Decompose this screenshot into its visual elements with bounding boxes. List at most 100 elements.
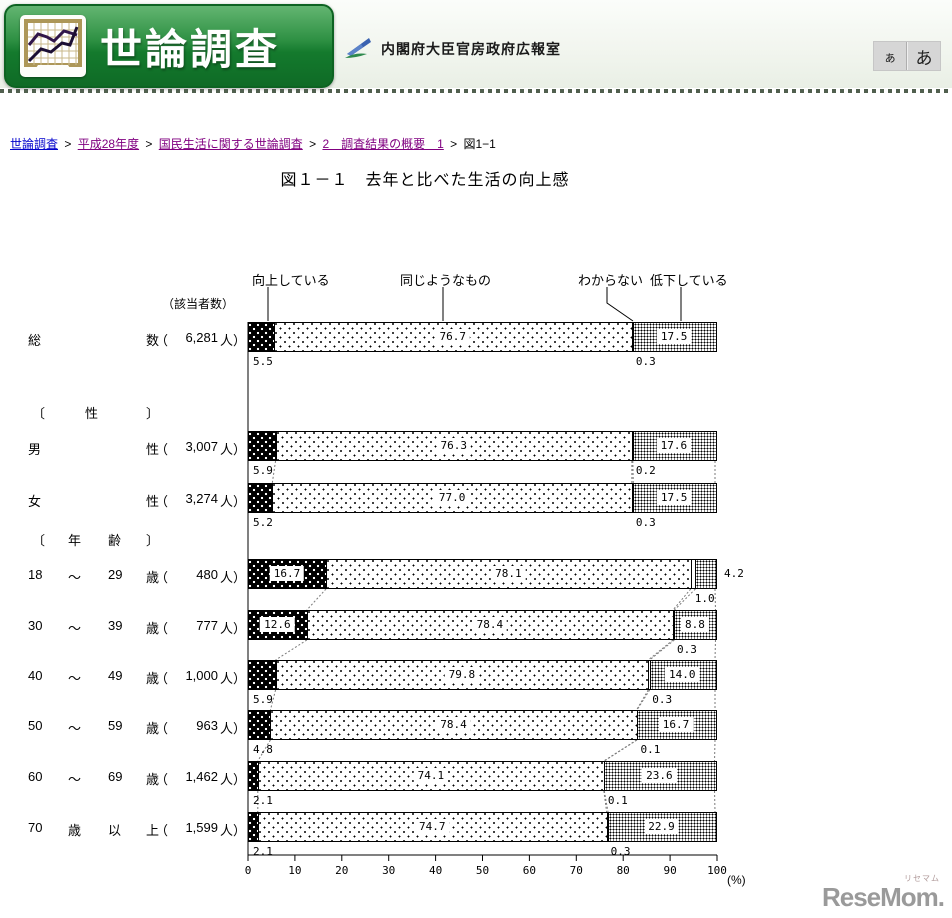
segment-value-label: 78.4 (472, 617, 508, 632)
legend-label: 向上している (252, 273, 330, 288)
row-count-paren: （ (155, 333, 169, 348)
breadcrumb-item[interactable]: 2 調査結果の概要 1 (322, 137, 444, 151)
segment-value-label: 5.9 (253, 464, 273, 477)
x-axis-tick-label: 90 (663, 864, 677, 877)
breadcrumb-item[interactable]: 世論調査 (10, 137, 59, 151)
row-count-paren: （ (155, 494, 169, 509)
row-label-char: 29 (108, 567, 123, 582)
bar-segment-dontknow (632, 323, 635, 351)
row-label-char: 39 (108, 618, 123, 633)
row-count-paren: （ (155, 442, 169, 457)
row-label-char: ～ (68, 671, 82, 686)
font-size-switch: ぁ あ (873, 41, 941, 71)
gov-office-logo: 内閣府大臣官房政府広報室 (343, 36, 561, 62)
page-title: 図１－１ 去年と比べた生活の向上感 (280, 172, 570, 189)
row-count-unit: 人） (220, 333, 247, 348)
section-header-char: 性 (85, 406, 99, 421)
segment-value-label: 0.3 (676, 643, 697, 656)
row-count: 3,274 (185, 491, 218, 506)
line-chart-icon (20, 15, 86, 77)
respondents-note: （該当者数） (162, 297, 235, 311)
row-count: 3,007 (185, 439, 218, 454)
row-count-unit: 人） (220, 570, 247, 585)
row-label-char: 男 (28, 442, 42, 457)
row-label-char: 歳 (146, 721, 160, 736)
x-axis-tick-label: 0 (244, 864, 252, 877)
segment-value-label: 16.7 (269, 566, 305, 581)
segment-value-label: 16.7 (658, 717, 694, 732)
x-axis-tick-label: 60 (522, 864, 537, 877)
font-size-large-button[interactable]: あ (907, 42, 940, 70)
row-label-char: 40 (28, 668, 43, 683)
bar-row (248, 660, 717, 690)
row-label-char: 以 (108, 823, 122, 838)
row-label-char: 歳 (146, 621, 160, 636)
row-count: 1,000 (185, 668, 218, 683)
legend-label: わからない (578, 273, 644, 288)
breadcrumb-separator: > (61, 137, 75, 151)
bar-segment-improved (249, 661, 277, 689)
segment-value-label: 17.5 (656, 329, 692, 344)
segment-value-label: 79.8 (444, 667, 480, 682)
segment-value-label: 78.4 (436, 717, 471, 732)
x-axis-tick-label: 10 (288, 864, 302, 877)
bar-segment-dontknow (691, 560, 697, 588)
bar-row (248, 431, 717, 461)
bar-row (248, 322, 717, 352)
x-axis-tick-label: 20 (335, 864, 349, 877)
row-count-unit: 人） (220, 494, 247, 509)
bar-segment-same (276, 432, 633, 460)
section-header-char: 〔 (32, 406, 46, 421)
row-label-char: ～ (68, 621, 82, 636)
row-count-unit: 人） (220, 671, 247, 686)
row-count: 1,462 (185, 769, 218, 784)
segment-value-label: 22.9 (644, 819, 679, 834)
segment-value-label: 5.2 (253, 516, 273, 529)
bar-segment-improved (249, 560, 327, 588)
row-count-unit: 人） (220, 621, 247, 636)
segment-value-label: 4.2 (724, 567, 744, 580)
breadcrumb-item: 図1−1 (463, 137, 496, 151)
row-label-char: 69 (108, 769, 123, 784)
segment-value-label: 0.3 (635, 516, 656, 529)
row-label-char: 数 (146, 333, 160, 348)
row-label-char: 性 (146, 442, 160, 457)
dotted-divider (0, 89, 952, 93)
row-count-paren: （ (155, 772, 169, 787)
segment-value-label: 8.8 (680, 617, 709, 632)
breadcrumb-item[interactable]: 平成28年度 (77, 137, 140, 151)
breadcrumb-separator: > (446, 137, 461, 151)
segment-value-label: 74.1 (413, 768, 449, 783)
bar-segment-declined (634, 323, 716, 351)
section-header-char: 年 (68, 533, 82, 548)
segment-value-label: 17.6 (656, 438, 692, 453)
row-count-unit: 人） (220, 442, 247, 457)
site-banner[interactable]: 世論調査 (4, 4, 334, 88)
breadcrumb-item[interactable]: 国民生活に関する世論調査 (158, 137, 303, 151)
bar-segment-dontknow (632, 432, 634, 460)
org-name: 内閣府大臣官房政府広報室 (381, 41, 561, 57)
segment-value-label: 14.0 (665, 667, 700, 682)
breadcrumb: 世論調査 > 平成28年度 > 国民生活に関する世論調査 > 2 調査結果の概要… (10, 135, 496, 152)
row-label-char: 性 (146, 494, 160, 509)
segment-value-label: 0.3 (652, 693, 673, 706)
segment-value-label: 1.0 (694, 592, 715, 605)
row-label-char: 30 (28, 618, 43, 633)
row-count-paren: （ (155, 621, 169, 636)
row-count-unit: 人） (220, 721, 247, 736)
section-header-char: 〔 (32, 533, 46, 548)
segment-value-label: 74.7 (414, 819, 450, 834)
segment-value-label: 0.3 (610, 845, 631, 858)
font-size-small-button[interactable]: ぁ (874, 42, 907, 70)
site-title: 世論調査 (100, 25, 281, 73)
row-label-char: 59 (108, 718, 123, 733)
bar-row (248, 559, 717, 589)
segment-value-label: 76.7 (435, 329, 471, 344)
segment-value-label: 2.1 (253, 794, 273, 807)
row-count-paren: （ (155, 721, 169, 736)
row-count: 963 (196, 718, 218, 733)
bar-segment-improved (249, 432, 277, 460)
section-header-char: 齢 (108, 533, 122, 548)
